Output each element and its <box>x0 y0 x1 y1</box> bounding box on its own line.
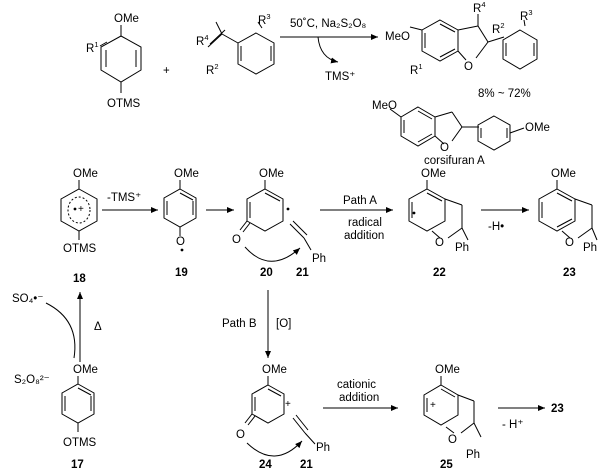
methoxy-label: OMe <box>114 13 139 25</box>
persulfate-label: S₂O₈²⁻ <box>14 374 50 386</box>
heat-label: Δ <box>94 321 102 333</box>
c18-ome-label: OMe <box>73 168 98 180</box>
c25-plus-charge: + <box>430 400 436 411</box>
path-a-label: Path A <box>343 195 377 207</box>
corsifuran-name: corsifuran A <box>424 155 485 167</box>
product-r1-label: R1 <box>410 62 422 77</box>
cationic-label-1: cationic <box>337 379 376 391</box>
reactant-aryl-tms-ether: OMe OTMS R1 <box>86 13 142 110</box>
persulfate-curve <box>45 302 76 359</box>
c20-ome-label: OMe <box>259 168 284 180</box>
radical-addition-curved-arrow <box>244 246 301 262</box>
compound-18-label: 18 <box>73 273 86 285</box>
r4-label: R4 <box>196 33 208 48</box>
compound-19-phenoxyl-radical: OMe O <box>163 168 199 252</box>
compound-20-carbon-radical: OMe O <box>232 168 301 262</box>
compound-25-label: 25 <box>440 459 453 471</box>
corsifuran-ring-oxygen: O <box>440 142 449 154</box>
r3-label: R3 <box>258 12 270 27</box>
compound-19-label: 19 <box>175 267 188 279</box>
c23-phenyl: Ph <box>583 242 597 254</box>
c22-ome-label: OMe <box>421 168 446 180</box>
cationic-addition-curved-arrow <box>246 440 303 457</box>
c17-ome-label: OMe <box>73 364 98 376</box>
path-b-oxidant-label: [O] <box>276 318 291 330</box>
minus-tms-label: -TMS⁺ <box>107 192 141 204</box>
otms-label: OTMS <box>107 98 141 110</box>
tms-cation-label: TMS⁺ <box>325 71 355 83</box>
compound-25-cyclized-cation: OMe + O Ph <box>423 364 482 461</box>
compound-18-radical-cation: + OMe OTMS <box>60 168 98 255</box>
compound-24-label: 24 <box>259 459 272 471</box>
sulfate-radical-label: SO₄•⁻ <box>12 293 43 305</box>
c25-oxygen: O <box>448 434 457 446</box>
compound-22-label: 22 <box>433 267 446 279</box>
compound-21-styrene-b: Ph <box>292 414 330 454</box>
c21b-phenyl: Ph <box>316 442 330 454</box>
minus-h-plus-label: - H⁺ <box>502 419 523 431</box>
compound-21-styrene: Ph <box>289 220 326 265</box>
compound-20-label: 20 <box>260 267 273 279</box>
compound-17-label: 17 <box>71 459 84 471</box>
compound-24-cation: OMe O + <box>236 364 303 457</box>
compound-21b-label: 21 <box>300 459 313 471</box>
yield-range: 8% ~ 72% <box>478 88 531 100</box>
corsifuran-ome-label: OMe <box>525 122 550 134</box>
tms-loss-arrow <box>317 36 339 64</box>
product-dihydrobenzofuran: MeO O R4 R2 R3 R1 <box>385 0 538 77</box>
radical-cation-plus: + <box>78 204 84 215</box>
path-b-label: Path B <box>222 318 257 330</box>
corsifuran-a-structure: MeO O OMe <box>372 100 550 154</box>
r1-label: R1 <box>86 40 98 55</box>
cationic-label-2: addition <box>339 392 379 404</box>
c17-otms-label: OTMS <box>63 437 97 449</box>
c24-ome-label: OMe <box>262 364 287 376</box>
c22-phenyl: Ph <box>455 242 469 254</box>
c19-ome-label: OMe <box>174 168 199 180</box>
r2-label: R2 <box>206 62 218 77</box>
product-r4-label: R4 <box>473 0 485 15</box>
c22-oxygen: O <box>435 237 444 249</box>
compound-23-label: 23 <box>563 267 576 279</box>
compound-22-cyclized-radical: OMe O Ph <box>408 168 469 254</box>
c20-oxygen: O <box>232 234 241 246</box>
c25-ome-label: OMe <box>435 364 460 376</box>
compound-23-product: OMe O Ph <box>538 168 598 254</box>
corsifuran-meo-label: MeO <box>372 100 397 112</box>
product-r2-label: R2 <box>492 21 504 36</box>
c24-plus-charge: + <box>285 399 291 410</box>
compound-21-label: 21 <box>296 267 309 279</box>
c23-oxygen: O <box>565 237 574 249</box>
path-a-desc-2: addition <box>344 230 384 242</box>
plus-sign: + <box>163 65 170 77</box>
c18-otms-label: OTMS <box>63 243 97 255</box>
product-ring-oxygen: O <box>464 61 473 73</box>
c19-oxygen: O <box>176 236 185 248</box>
minus-h-radical-label: -H• <box>488 221 504 233</box>
reactant-styrene: R4 R2 R3 <box>196 12 275 77</box>
compound-23b-label: 23 <box>551 403 564 415</box>
c24-oxygen: O <box>236 429 245 441</box>
c21-phenyl: Ph <box>312 253 326 265</box>
product-meo-label: MeO <box>385 31 410 43</box>
c23-ome-label: OMe <box>551 168 576 180</box>
c25-phenyl: Ph <box>466 449 480 461</box>
product-r3-label: R3 <box>520 8 532 23</box>
compound-17-aryl-tms-ether: OMe OTMS <box>61 364 98 449</box>
reaction-conditions: 50˚C, Na₂S₂O₈ <box>290 18 367 30</box>
path-a-desc-1: radical <box>348 217 382 229</box>
